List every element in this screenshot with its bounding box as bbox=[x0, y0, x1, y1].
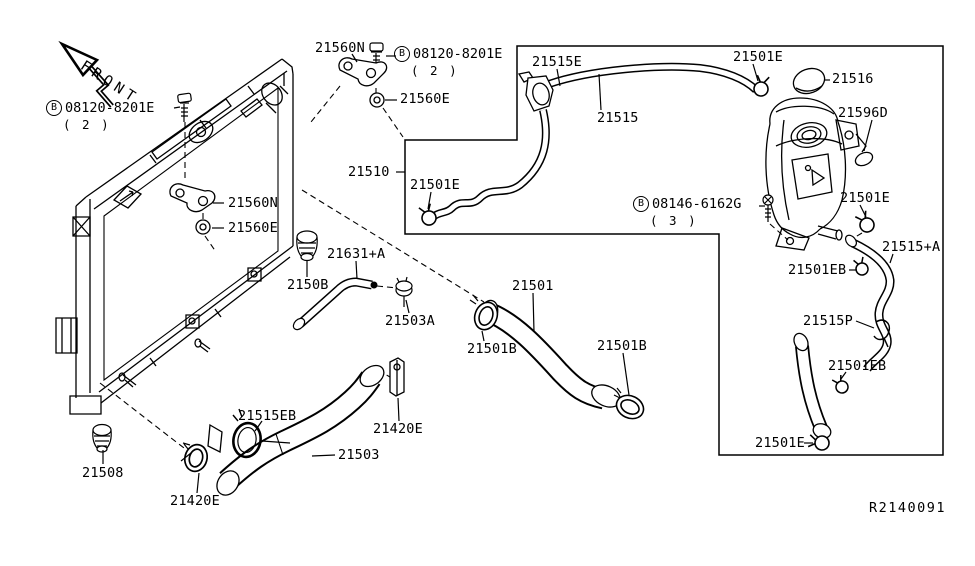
part-label-21501B-right[interactable]: 21501B bbox=[597, 338, 647, 354]
part-label-21501E-hose-left[interactable]: 21501E bbox=[410, 177, 460, 193]
part-label-21501[interactable]: 21501 bbox=[512, 278, 554, 294]
bolt-quantity: ( 3 ) bbox=[650, 213, 698, 228]
plug-21508 bbox=[92, 423, 112, 453]
bolt-08120-top-icon bbox=[369, 42, 384, 66]
part-label-21560E-top[interactable]: 21560E bbox=[400, 91, 450, 107]
cap-2150B bbox=[296, 230, 318, 262]
reservoir-tank bbox=[765, 67, 867, 251]
clamp-21501E-hose-left bbox=[418, 203, 437, 226]
part-label-21501EB-lower[interactable]: 21501EB bbox=[828, 358, 887, 374]
part-label-21560N-top[interactable]: 21560N bbox=[315, 40, 365, 56]
part-label-21420E-right[interactable]: 21420E bbox=[373, 421, 423, 437]
part-label-21515EB[interactable]: 21515EB bbox=[238, 408, 297, 424]
bolt-quantity: ( 2 ) bbox=[411, 63, 459, 78]
plug-21596D bbox=[854, 151, 874, 167]
nut-21560E-top bbox=[369, 92, 385, 108]
part-label-21596D[interactable]: 21596D bbox=[838, 105, 888, 121]
part-label-21420E-left[interactable]: 21420E bbox=[170, 493, 220, 509]
part-label-21631-plus-A[interactable]: 21631+A bbox=[327, 246, 386, 262]
part-label-21503[interactable]: 21503 bbox=[338, 447, 380, 463]
hose-elbow-bottom-right bbox=[793, 332, 832, 439]
part-label-21508[interactable]: 21508 bbox=[82, 465, 124, 481]
hose-21515 bbox=[430, 62, 759, 221]
part-label-21515-plus-A[interactable]: 21515+A bbox=[882, 239, 941, 255]
circled-b-icon: B bbox=[394, 46, 410, 62]
clamp-21501B-left bbox=[469, 294, 499, 331]
bolt-08146-icon bbox=[762, 194, 774, 222]
clamp-21501EB-lower bbox=[831, 374, 849, 394]
part-label-21515E[interactable]: 21515E bbox=[532, 54, 582, 70]
label-leader-lines bbox=[102, 53, 894, 494]
pipe-21631A bbox=[292, 277, 378, 331]
part-label-21501E-tank-top[interactable]: 21501E bbox=[733, 49, 783, 65]
clamp-21501B-right bbox=[613, 387, 645, 420]
bracket-21560N-mid bbox=[169, 183, 216, 213]
part-label-21501E-bottom[interactable]: 21501E bbox=[755, 435, 805, 451]
clip-21515P bbox=[873, 319, 891, 348]
hose-21515A bbox=[844, 234, 895, 372]
part-label-21503A[interactable]: 21503A bbox=[385, 313, 435, 329]
fitting-21515E bbox=[517, 71, 554, 112]
dashed-centerlines bbox=[99, 64, 863, 449]
clamp-21501EB-upper bbox=[853, 256, 869, 276]
circled-b-icon: B bbox=[46, 100, 62, 116]
part-label-21515P[interactable]: 21515P bbox=[803, 313, 853, 329]
clamp-21501E-tank-right bbox=[854, 210, 875, 233]
bolt-part-number: 08120-8201E bbox=[413, 45, 503, 62]
clamp-ring-21515EB bbox=[232, 408, 291, 459]
part-label-21501E-tank-right[interactable]: 21501E bbox=[840, 190, 890, 206]
grommet-21560E-mid bbox=[195, 219, 211, 235]
part-label-21516[interactable]: 21516 bbox=[832, 71, 874, 87]
part-label-21515[interactable]: 21515 bbox=[597, 110, 639, 126]
bolt-part-number: 08146-6162G bbox=[652, 195, 742, 212]
part-label-21560E-mid[interactable]: 21560E bbox=[228, 220, 278, 236]
bolt-quantity: ( 2 ) bbox=[63, 117, 111, 132]
diagram-reference-code: R2140091 bbox=[869, 500, 947, 516]
part-label-21501EB-upper[interactable]: 21501EB bbox=[788, 262, 847, 278]
bolt-08120-left-icon bbox=[177, 92, 192, 122]
front-arrow-icon bbox=[58, 40, 114, 108]
clamp-21501E-tank-top bbox=[753, 74, 770, 97]
part-label-21501B-left[interactable]: 21501B bbox=[467, 341, 517, 357]
nut-21503A bbox=[395, 276, 413, 307]
part-label-2150B[interactable]: 2150B bbox=[287, 277, 329, 293]
bolt-part-number: 08120-8201E bbox=[65, 99, 155, 116]
part-label-21560N-mid[interactable]: 21560N bbox=[228, 195, 278, 211]
radiator-assembly bbox=[55, 58, 294, 454]
bracket-21560N-top bbox=[338, 57, 388, 87]
bracket-21420E-right bbox=[389, 357, 405, 397]
hose-21503 bbox=[216, 364, 385, 496]
clamp-21420E-left bbox=[180, 442, 209, 473]
clamp-21501E-bottom bbox=[807, 434, 830, 451]
part-label-21510[interactable]: 21510 bbox=[348, 164, 390, 180]
circled-b-icon: B bbox=[633, 196, 649, 212]
part-label-bolt-08146[interactable]: B 08146-6162G ( 3 ) bbox=[633, 196, 741, 227]
part-label-bolt-08120-top[interactable]: B 08120-8201E ( 2 ) bbox=[394, 46, 502, 77]
assembly-box-outline bbox=[404, 45, 944, 456]
part-label-bolt-08120-left[interactable]: B 08120-8201E ( 2 ) bbox=[46, 100, 154, 131]
